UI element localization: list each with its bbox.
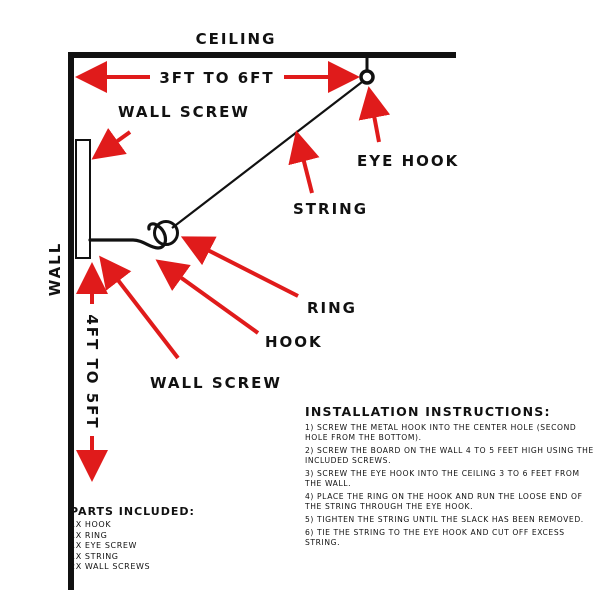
string-arrow <box>288 130 320 194</box>
wall-screw-top-label: WALL SCREW <box>118 103 250 121</box>
instructions-title: INSTALLATION INSTRUCTIONS: <box>305 404 551 419</box>
string-line <box>171 81 363 229</box>
eye-hook-arrow <box>358 86 391 143</box>
ceiling-span-label: 3FT TO 6FT <box>159 69 274 87</box>
string-label: STRING <box>293 200 368 218</box>
ceiling-label: CEILING <box>196 30 277 48</box>
instruction-step: 4) Place the ring on the hook and run th… <box>305 492 583 511</box>
parts-included: PARTS INCLUDED: 1X HOOK 1X RING 1X EYE S… <box>70 505 270 573</box>
part-item: 1X HOOK <box>70 520 112 529</box>
wall-label: WALL <box>46 242 64 297</box>
installation-instructions: INSTALLATION INSTRUCTIONS: 1) Screw the … <box>305 404 595 551</box>
ring-label: RING <box>307 299 357 317</box>
wall-span-label: 4FT TO 5FT <box>83 314 101 429</box>
part-item: 1X EYE SCREW <box>70 541 138 550</box>
eye-hook <box>359 69 375 85</box>
eye-hook-label: EYE HOOK <box>357 152 459 170</box>
ring <box>153 220 179 246</box>
part-item: 2X WALL SCREWS <box>70 562 151 571</box>
part-item: 1X STRING <box>70 551 119 561</box>
metal-hook <box>88 222 168 250</box>
parts-title: PARTS INCLUDED: <box>70 505 195 518</box>
part-item: 1X RING <box>70 530 108 540</box>
instruction-step: 1) Screw the metal hook into the center … <box>305 423 577 442</box>
hook-arrow <box>155 259 260 335</box>
instruction-step: 5) Tighten the string until the slack ha… <box>305 515 584 524</box>
ring-arrow <box>180 236 299 298</box>
wall-screw-bottom-arrow <box>99 255 180 360</box>
instruction-step: 3) Screw the eye hook into the ceiling 3… <box>305 469 580 488</box>
wall-screw-top-arrow <box>91 128 132 160</box>
wall-board <box>75 139 91 259</box>
instruction-step: 2) Screw the board on the wall 4 to 5 fe… <box>305 446 594 465</box>
wall-screw-bottom-label: WALL SCREW <box>150 374 282 392</box>
instruction-step: 6) Tie the string to the eye hook and cu… <box>305 528 565 547</box>
hook-label: HOOK <box>265 333 323 351</box>
